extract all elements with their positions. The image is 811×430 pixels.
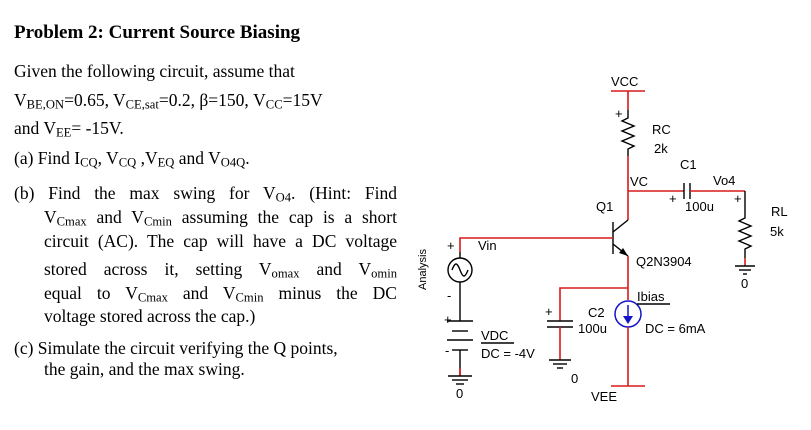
part-b-line-4: stored across it, setting Vomax and Vomi… (44, 259, 397, 281)
resistor-rc: + RC 2k (615, 106, 671, 156)
vdc-value: DC = -4V (481, 346, 535, 361)
c2-name: C2 (588, 305, 605, 320)
part-c-line-2: the gain, and the max swing. (44, 359, 245, 379)
q1-model: Q2N3904 (636, 254, 692, 269)
capacitor-c1: C1 + 100u Vo4 + (669, 157, 745, 214)
ibias-value: DC = 6mA (645, 321, 706, 336)
vin-plus: + (447, 238, 455, 253)
vin-label: Vin (478, 238, 497, 253)
vdc-minus: - (445, 343, 449, 358)
rc-name: RC (652, 122, 671, 137)
c2-ground-label: 0 (571, 371, 578, 386)
vee-label: VEE (591, 389, 617, 404)
vdc-name: VDC (481, 328, 508, 343)
c2-value: 100u (578, 321, 607, 336)
resistor-rl: RL 5k 0 (735, 191, 788, 291)
rc-plus: + (615, 106, 623, 121)
given-line-1: Given the following circuit, assume that (14, 61, 295, 81)
rl-value: 5k (770, 224, 784, 239)
source-vdc: + - 0 VDC DC = -4V (444, 312, 535, 401)
vin-minus: - (447, 288, 451, 303)
rl-plus: + (734, 191, 742, 206)
capacitor-c2: + 0 C2 100u (545, 304, 607, 386)
vcc-rail: VCC (611, 74, 645, 110)
vdc-ground-label: 0 (456, 386, 463, 401)
c2-wire (559, 287, 628, 321)
part-b-line-3: circuit (AC). The cap will have a DC vol… (44, 231, 397, 251)
ibias-name: Ibias (637, 289, 665, 304)
vc-label: VC (630, 174, 648, 189)
analysis-label: Analysis (417, 249, 429, 290)
c1-plus: + (669, 191, 677, 206)
part-b-line-2: VCmax and VCmin assuming the cap is a sh… (44, 207, 397, 229)
rl-ground-label: 0 (741, 276, 748, 291)
rc-value: 2k (654, 141, 668, 156)
part-b-line-1: (b) Find the max swing for VO4. (Hint: F… (14, 183, 397, 205)
part-c-line-1: (c) Simulate the circuit verifying the Q… (14, 338, 338, 358)
vcc-label: VCC (611, 74, 638, 89)
transistor-q1: Q1 Q2N3904 (596, 199, 692, 269)
rl-name: RL (771, 204, 788, 219)
vdc-plus: + (444, 312, 452, 327)
part-a: (a) Find ICQ, VCQ ,VEQ and VO4Q. (14, 148, 250, 170)
current-source-ibias: Ibias DC = 6mA VEE (591, 289, 706, 404)
part-b-line-5: equal to VCmax and VCmin minus the DC (44, 283, 397, 305)
q1-name: Q1 (596, 199, 613, 214)
given-line-3: and VEE= -15V. (14, 118, 124, 140)
part-b-line-6: voltage stored across the cap.) (44, 306, 256, 326)
problem-statement: Problem 2: Current Source Biasing Given … (14, 22, 397, 379)
source-vin: + - Analysis (417, 238, 473, 321)
given-line-2: VBE,ON=0.65, VCE,sat=0.2, β=150, VCC=15V (14, 90, 323, 112)
c1-name: C1 (680, 157, 697, 172)
problem-title: Problem 2: Current Source Biasing (14, 22, 301, 43)
c2-plus: + (545, 304, 553, 319)
base-wire (459, 237, 613, 252)
vo4-label: Vo4 (713, 173, 735, 188)
c1-value: 100u (685, 199, 714, 214)
